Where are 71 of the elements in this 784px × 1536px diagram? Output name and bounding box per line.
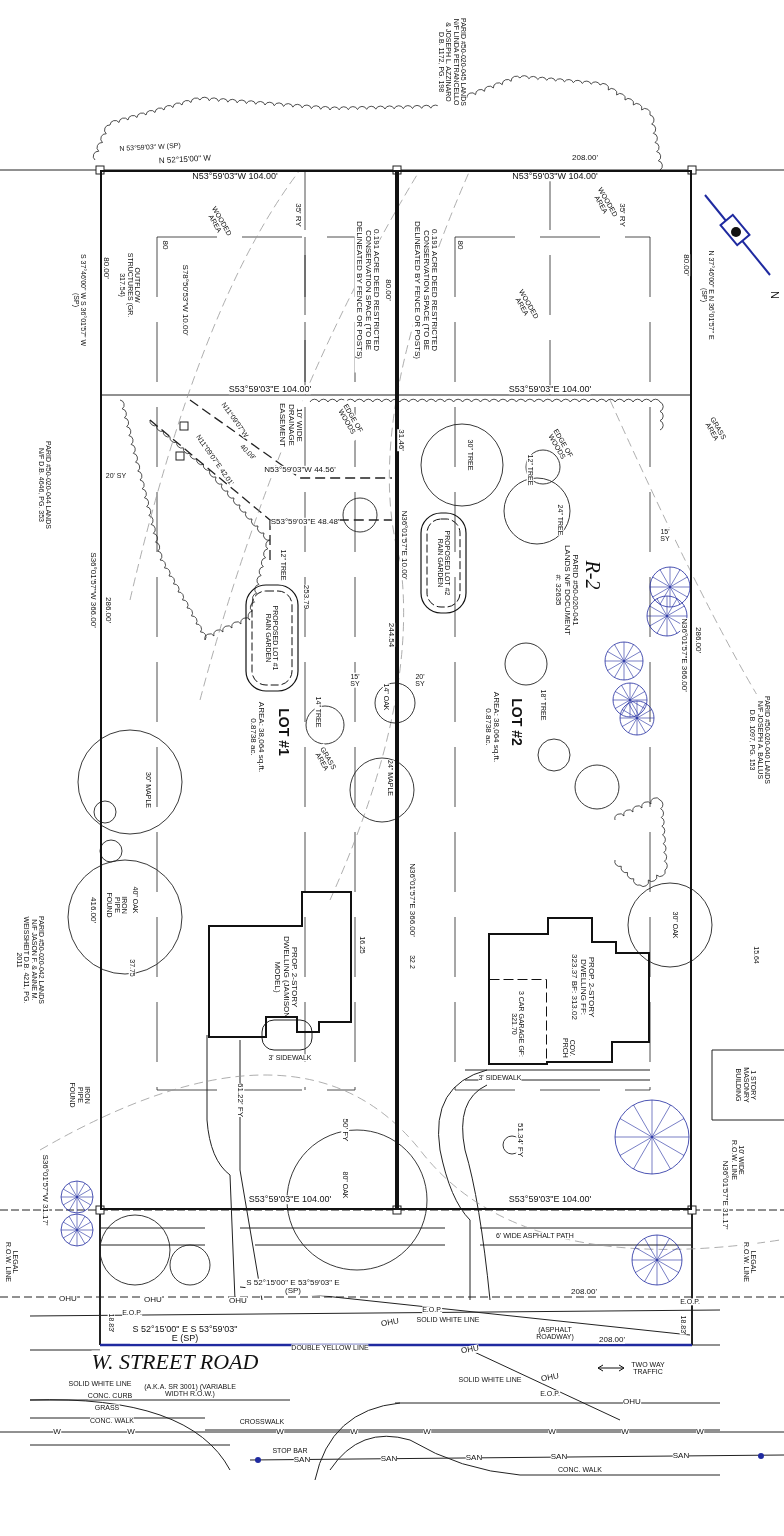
survey-label: OHU xyxy=(460,1344,480,1356)
survey-label: SAN xyxy=(465,1453,483,1463)
survey-label: N xyxy=(768,291,780,299)
survey-label: W xyxy=(621,1427,629,1437)
survey-label: OHU xyxy=(59,1294,77,1304)
survey-label: S 52°15'00" E S 53°59'03" E (SP) xyxy=(130,1324,240,1344)
survey-label: 208.00' xyxy=(599,1335,625,1345)
survey-label: S36°01'57"W 366.00' xyxy=(88,552,98,628)
survey-label: W xyxy=(696,1427,704,1437)
survey-label: 253.79 xyxy=(301,584,311,610)
dwelling-footprint xyxy=(209,892,351,1037)
survey-label: 50' FY xyxy=(340,1118,350,1142)
node-note: AREA: 38,064 sq.ft. 0.8738 ac. xyxy=(483,690,501,765)
survey-label: 208.00' xyxy=(571,1287,597,1297)
survey-label: SAN xyxy=(550,1452,568,1462)
survey-label: 80.00' xyxy=(383,279,393,301)
node-title: LOT #1 xyxy=(276,708,292,756)
survey-label: S53°59'03"E 48.48' xyxy=(270,517,340,527)
survey-label: OHU xyxy=(540,1372,560,1384)
survey-label: S36°01'57"W 31.17' xyxy=(40,1154,50,1226)
lot-parcel xyxy=(397,170,692,1210)
survey-label: 80.00' xyxy=(681,254,691,276)
survey-label: 35' RY xyxy=(617,203,627,227)
survey-label: N53°59'03"W 104.00' xyxy=(512,172,598,182)
node-title: LOT #2 xyxy=(509,698,525,746)
node-note: AREA: 38,064 sq.ft. 0.8738 ac. xyxy=(248,700,266,775)
survey-label: OHU xyxy=(144,1295,162,1305)
survey-label: N 52°15'00" W xyxy=(158,154,212,166)
survey-label: W xyxy=(548,1427,556,1437)
rain-garden xyxy=(245,584,299,692)
survey-label: S78°50'53"W 10.00' xyxy=(180,264,190,336)
survey-label: PARID #50-020-041 LANDS N/F DOCUMENT #: 32635 xyxy=(553,542,579,638)
survey-label: 31.46' xyxy=(396,429,406,451)
survey-label: N36°01'57"E 10.00' xyxy=(399,510,409,580)
survey-label: 208.00' xyxy=(572,153,598,163)
survey-label: N36°01'57"E 366.00' xyxy=(407,863,417,937)
survey-label: OHU xyxy=(380,1317,400,1329)
node-title: PROP. 2-STORY DWELLING FF: 323.37 BF: 313.02 xyxy=(569,953,595,1022)
survey-label: W xyxy=(127,1427,135,1437)
survey-label: W xyxy=(53,1427,61,1437)
survey-label: S53°59'03"E 104.00' xyxy=(228,385,312,395)
survey-label: 286.00' xyxy=(693,627,703,653)
survey-label: SAN xyxy=(380,1454,398,1464)
survey-label: 10' WIDE DRAINAGE EASEMENT xyxy=(277,397,303,453)
survey-label: S53°59'03"E 104.00' xyxy=(508,1195,592,1205)
survey-label: 244.54 xyxy=(386,622,396,648)
survey-label: W xyxy=(276,1427,284,1437)
survey-label: S 52°15'00" E 53°59'03" E (SP) xyxy=(245,1278,341,1296)
survey-label: 61.22' FY xyxy=(235,1083,245,1117)
survey-label: 35' RY xyxy=(293,203,303,227)
survey-label: N36°01'57"E 366.00' xyxy=(679,618,689,692)
survey-label: SAN xyxy=(293,1455,311,1465)
survey-label: N36°01'57"E 31.17' xyxy=(720,1160,730,1230)
survey-label: 286.00' xyxy=(103,597,113,623)
survey-label: SAN xyxy=(672,1451,690,1461)
survey-label: N53°59'03"W 104.00' xyxy=(192,172,278,182)
survey-label: OHU xyxy=(229,1296,247,1306)
survey-label: W xyxy=(350,1427,358,1437)
survey-label: S53°59'03"E 104.00' xyxy=(248,1195,332,1205)
dwelling-footprint xyxy=(489,918,649,1064)
survey-label: 80.00' xyxy=(101,257,111,279)
lot-parcel xyxy=(100,170,397,1210)
survey-label: 51.34' FY xyxy=(515,1123,525,1157)
survey-label: N53°59'03"W 44.56' xyxy=(264,465,336,475)
survey-label: S53°59'03"E 104.00' xyxy=(508,385,592,395)
survey-label: OHU xyxy=(623,1397,641,1407)
survey-label: 416.00' xyxy=(88,897,98,923)
survey-label: 80 xyxy=(455,240,465,250)
survey-label: W xyxy=(423,1427,431,1437)
rain-garden xyxy=(420,512,467,614)
survey-label: 80 xyxy=(160,240,170,250)
